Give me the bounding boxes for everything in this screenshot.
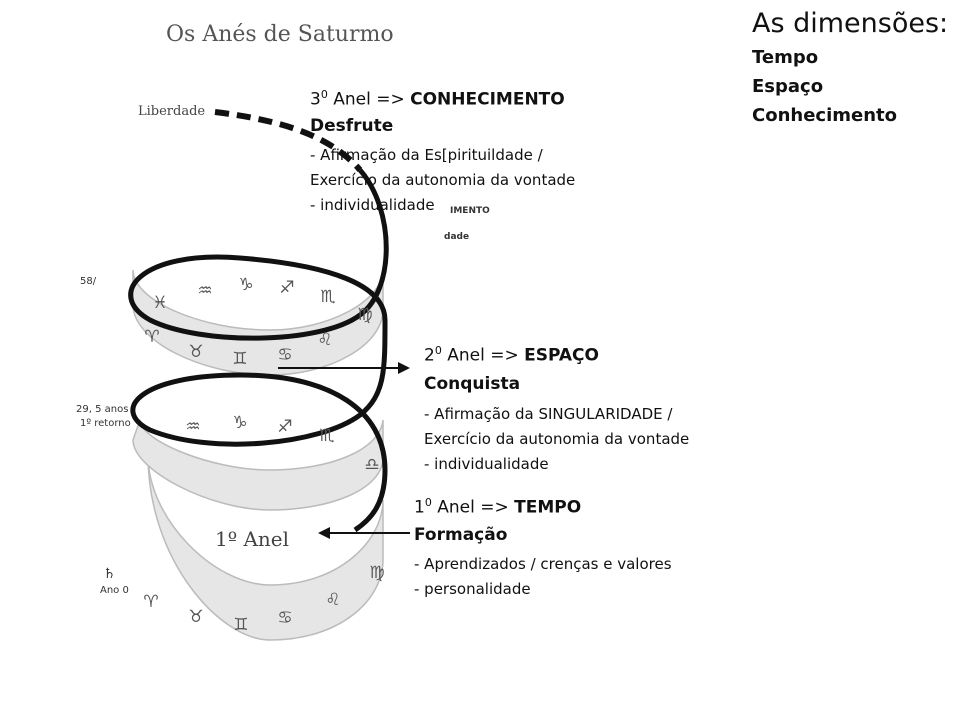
arrow-head-ring-2 (398, 362, 410, 374)
ring-2-line-1: - Afirmação da SINGULARIDADE / (424, 405, 673, 423)
zodiac-ring-3-glyph: ♓ (152, 293, 167, 313)
dimension-espaco: Espaço (752, 76, 824, 97)
label-ano-0: Ano 0 (100, 585, 129, 596)
ring-1-subtitle: Formação (414, 525, 508, 545)
ring-3-line-2: Exercício da autonomia da vontade (310, 171, 576, 189)
zodiac-ring-2-glyph: ♒ (185, 417, 200, 437)
zodiac-ring-3-front-glyph: ♋ (277, 345, 292, 365)
zodiac-ring-3-front-glyph: ♍ (357, 305, 372, 325)
zodiac-ring-1-glyph: ♌ (325, 590, 340, 610)
ring-3-line-1: - Afirmação da Es[pirituildade / (310, 146, 543, 164)
zodiac-ring-1-glyph: ♋ (277, 608, 292, 628)
zodiac-ring-1-glyph: ♊ (233, 615, 248, 635)
ring-1-heading: 10 Anel => TEMPO (414, 496, 582, 518)
zodiac-ring-3-glyph: ♑ (238, 275, 253, 295)
zodiac-ring-3-front-glyph: ♊ (232, 349, 247, 369)
zodiac-ring-2-glyph: ♐ (277, 417, 292, 437)
zodiac-ring-3-glyph: ♒ (197, 281, 212, 301)
zodiac-ring-3-glyph: ♏ (320, 287, 335, 307)
zodiac-ring-2-glyph: ♎ (364, 455, 379, 475)
dimensions-heading: As dimensões: (752, 8, 949, 39)
zodiac-ring-3-front-glyph: ♌ (317, 330, 332, 350)
liberdade-dashed-path (214, 109, 363, 172)
ring-2-heading: 20 Anel => ESPAÇO (424, 344, 599, 366)
zodiac-ring-3-front-glyph: ♉ (188, 342, 203, 362)
ring-2-line-3: - individualidade (424, 455, 549, 473)
ring-2-subtitle: Conquista (424, 374, 521, 394)
ring-3-line-3: - individualidade (310, 196, 435, 214)
ring-2-line-2: Exercício da autonomia da vontade (424, 430, 690, 448)
dimension-tempo: Tempo (752, 47, 819, 68)
ring-1-line-2: - personalidade (414, 580, 531, 598)
ring-3-heading: 30 Anel => CONHECIMENTO (310, 88, 565, 110)
label-fragment-imento: IMENTO (450, 206, 490, 216)
zodiac-ring-2-glyph: ♑ (232, 413, 247, 433)
dimension-conhecimento: Conhecimento (752, 105, 898, 126)
label-liberdade: Liberdade (138, 104, 206, 119)
zodiac-ring-2-glyph: ♏ (319, 426, 334, 446)
ring-3-subtitle: Desfrute (310, 116, 394, 136)
arrow-head-ring-1 (318, 527, 330, 539)
zodiac-ring-1-glyph: ♈ (143, 592, 158, 612)
label-age-29: 29, 5 anos (76, 404, 129, 415)
label-age-58: 58/ (80, 276, 97, 287)
saturn-icon: ♄ (103, 566, 116, 582)
zodiac-ring-1-glyph: ♉ (188, 607, 203, 627)
diagram-title: Os Anés de Saturmo (166, 22, 394, 47)
zodiac-ring-3-glyph: ♐ (279, 278, 294, 298)
zodiac-ring-3-front-glyph: ♈ (144, 327, 159, 347)
label-retorno: 1º retorno (80, 418, 131, 429)
ring-2-band (132, 419, 384, 511)
ring-1-line-1: - Aprendizados / crenças e valores (414, 555, 672, 573)
ring-1-band (147, 454, 384, 641)
label-fragment-dade: dade (444, 232, 470, 242)
zodiac-ring-1-glyph: ♍ (369, 563, 384, 583)
label-1-anel: 1º Anel (215, 527, 290, 551)
spiral-path (128, 168, 389, 533)
